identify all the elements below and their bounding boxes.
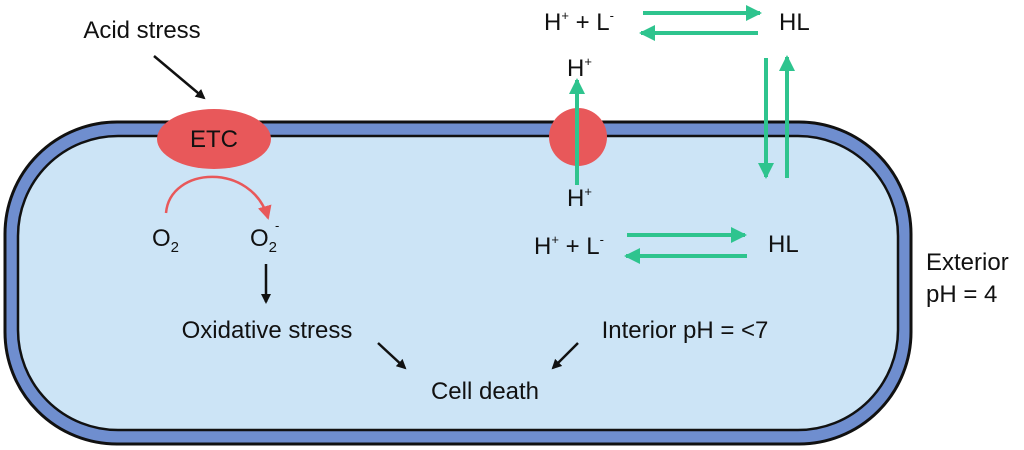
- oxidative-to-death-arrow: [377, 342, 407, 370]
- o2-subscript: 2: [171, 239, 179, 256]
- exterior-equilibrium-left: H+ + L-: [544, 8, 614, 36]
- etc-protein: [157, 109, 271, 169]
- interior-ph-label: Interior pH = <7: [602, 317, 769, 344]
- o2-symbol: O: [152, 225, 171, 252]
- superoxide-charge: -: [275, 218, 279, 233]
- oxidative-stress-label: Oxidative stress: [182, 317, 353, 344]
- exterior-equilibrium-right: HL: [779, 9, 810, 36]
- exterior-h-symbol: H: [544, 9, 561, 36]
- superoxide-symbol: O: [250, 225, 269, 252]
- interior-l-charge: -: [600, 232, 604, 247]
- interior-equilibrium-right: HL: [768, 231, 799, 258]
- exterior-l-charge: -: [610, 8, 614, 23]
- acid-stress-arrow: [153, 55, 206, 100]
- interior-h-charge: +: [551, 232, 559, 247]
- proton-outside-charge: +: [584, 54, 592, 69]
- exterior-plus-l: + L: [569, 9, 610, 36]
- acid-stress-label: Acid stress: [83, 17, 200, 44]
- interior-plus-l: + L: [559, 233, 600, 260]
- proton-inside-charge: +: [584, 184, 592, 199]
- proton-inside-symbol: H: [567, 185, 584, 212]
- exterior-h-charge: +: [561, 8, 569, 23]
- cell-cytoplasm: [16, 134, 900, 432]
- superoxide-label: O2 -: [250, 218, 279, 256]
- exterior-ph-label: pH = 4: [926, 281, 997, 308]
- o2-label: O2: [152, 225, 179, 256]
- superoxide-subscript: 2: [269, 239, 277, 256]
- etc-label: ETC: [190, 126, 238, 153]
- ph-to-death-arrow: [551, 342, 579, 370]
- interior-equilibrium-left: H+ + L-: [534, 232, 604, 260]
- cell-death-label: Cell death: [431, 378, 539, 405]
- interior-h-symbol: H: [534, 233, 551, 260]
- o2-reduction-arrow: [164, 175, 272, 220]
- proton-outside-symbol: H: [567, 55, 584, 82]
- exterior-label: Exterior: [926, 249, 1009, 276]
- proton-outside-label: H+: [567, 54, 592, 82]
- proton-inside-label: H+: [567, 184, 592, 212]
